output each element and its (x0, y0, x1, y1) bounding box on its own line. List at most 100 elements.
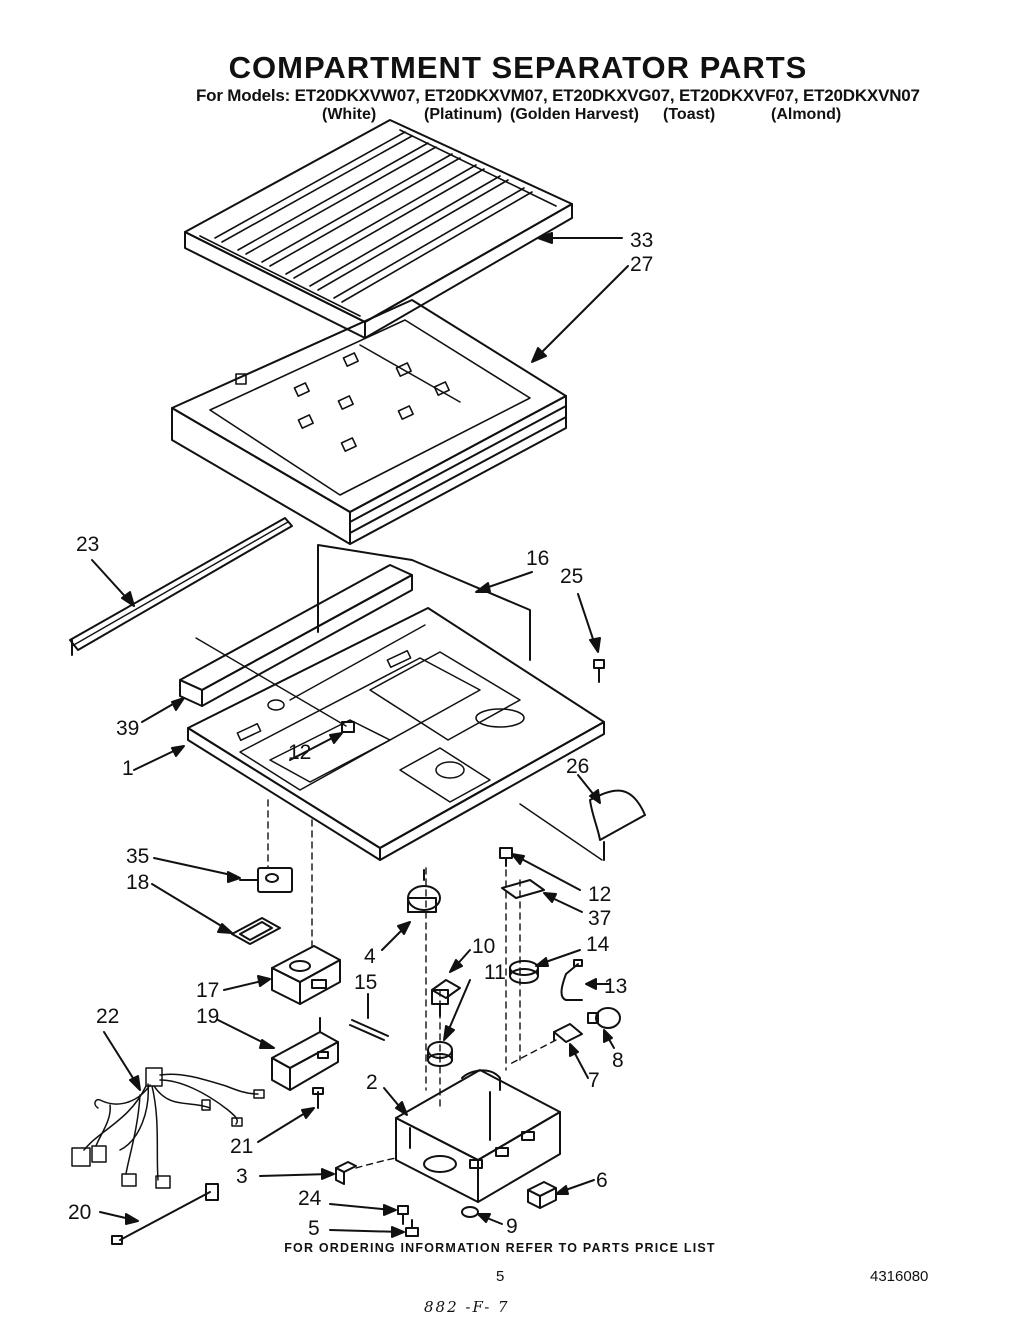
cable-13 (560, 959, 583, 1001)
dashed-7 (509, 1039, 557, 1065)
ordering-info-footer: FOR ORDERING INFORMATION REFER TO PARTS … (284, 1241, 716, 1255)
arrow-11 (443, 1025, 455, 1041)
callout-16: 16 (526, 547, 550, 570)
wire-16 (317, 544, 531, 661)
color-golden-harvest: (Golden Harvest) (510, 106, 639, 123)
screw-5 (405, 1219, 419, 1237)
callout-3: 3 (236, 1165, 248, 1188)
cover-26 (589, 789, 646, 861)
grommet-9 (461, 1206, 479, 1218)
callout-37: 37 (588, 907, 612, 930)
clip-3 (335, 1161, 357, 1185)
models-line: For Models: ET20DKXVW07, ET20DKXVM07, ET… (196, 86, 920, 105)
arrow-22 (129, 1075, 141, 1091)
callout-35: 35 (126, 845, 150, 868)
light-bulb-8 (587, 1007, 621, 1029)
fan-housing-2 (395, 1069, 561, 1203)
screw-12b (499, 847, 513, 867)
leader-18 (151, 883, 229, 931)
separator-frame-27 (171, 299, 567, 545)
leader-11 (445, 979, 471, 1037)
arrow-17 (257, 975, 271, 987)
separator-plate-1 (187, 607, 605, 861)
callout-17: 17 (196, 979, 220, 1002)
callout-14: 14 (586, 933, 610, 956)
callout-22: 22 (96, 1005, 120, 1028)
callout-13: 13 (604, 975, 628, 998)
arrow-18 (217, 923, 233, 934)
callout-20: 20 (68, 1201, 92, 1224)
socket-7 (553, 1023, 583, 1043)
arrow-6 (555, 1185, 569, 1195)
thermostat-35 (239, 867, 293, 893)
connector-6 (527, 1181, 557, 1209)
callout-7: 7 (588, 1069, 600, 1092)
arrow-13 (585, 978, 597, 990)
arrow-12a (329, 732, 343, 744)
callout-12a: 12 (288, 741, 312, 764)
callout-24: 24 (298, 1187, 322, 1210)
arrow-21 (301, 1107, 315, 1119)
arrow-12b (511, 853, 525, 865)
page-title: COMPARTMENT SEPARATOR PARTS (228, 50, 808, 85)
arrow-4 (397, 921, 411, 935)
connector-line (519, 803, 603, 861)
sensor-cable-20 (111, 1183, 219, 1245)
color-white: (White) (322, 106, 377, 123)
trim-strip-23 (69, 517, 293, 656)
tube-15 (349, 1019, 389, 1041)
arrow-33 (537, 232, 553, 244)
page-number: 5 (496, 1268, 505, 1285)
color-almond: (Almond) (771, 106, 842, 123)
arrow-8 (603, 1029, 613, 1043)
control-housing-17 (271, 945, 341, 1005)
bracket-19 (271, 1017, 339, 1091)
fan-blade-14 (509, 960, 539, 984)
arrow-14 (535, 957, 549, 967)
document-number: 4316080 (870, 1268, 929, 1285)
switch-10 (431, 979, 461, 1017)
callout-23: 23 (76, 533, 100, 556)
leader-3 (259, 1173, 331, 1177)
arrow-9 (477, 1213, 491, 1223)
callout-18: 18 (126, 871, 150, 894)
block-39 (179, 564, 413, 707)
callout-9: 9 (506, 1215, 518, 1238)
callout-8: 8 (612, 1049, 624, 1072)
leader-35 (153, 857, 237, 877)
clip-37 (501, 879, 545, 899)
callout-25: 25 (560, 565, 584, 588)
arrow-37 (543, 892, 557, 903)
color-toast: (Toast) (663, 106, 716, 123)
arrow-2 (395, 1101, 408, 1116)
callout-2: 2 (366, 1071, 378, 1094)
shelf-grille-33 (184, 119, 573, 339)
arrow-23 (121, 591, 135, 607)
screw-12a (195, 637, 355, 733)
gasket-18 (231, 917, 281, 945)
callout-4: 4 (364, 945, 376, 968)
arrow-16 (475, 582, 491, 593)
arrow-7 (569, 1043, 579, 1057)
screw-21 (312, 1087, 324, 1109)
leader-12b (515, 855, 581, 891)
arrow-24 (383, 1204, 397, 1216)
callout-27: 27 (630, 253, 654, 276)
screw-24 (397, 1205, 409, 1225)
grommet-11 (427, 1041, 453, 1067)
callout-11: 11 (484, 961, 506, 984)
arrow-19 (259, 1039, 275, 1049)
leader-27 (533, 265, 629, 361)
handwritten-code: 882 -F- 7 (424, 1298, 510, 1316)
callout-19: 19 (196, 1005, 220, 1028)
callout-33: 33 (630, 229, 654, 252)
leader-5 (329, 1229, 403, 1233)
callout-21: 21 (230, 1135, 254, 1158)
arrow-26 (589, 789, 601, 804)
callout-15: 15 (354, 971, 378, 994)
screw-25 (577, 593, 605, 683)
arrow-3 (321, 1168, 335, 1180)
leader-1 (133, 747, 181, 771)
fan-motor-4 (407, 869, 441, 913)
